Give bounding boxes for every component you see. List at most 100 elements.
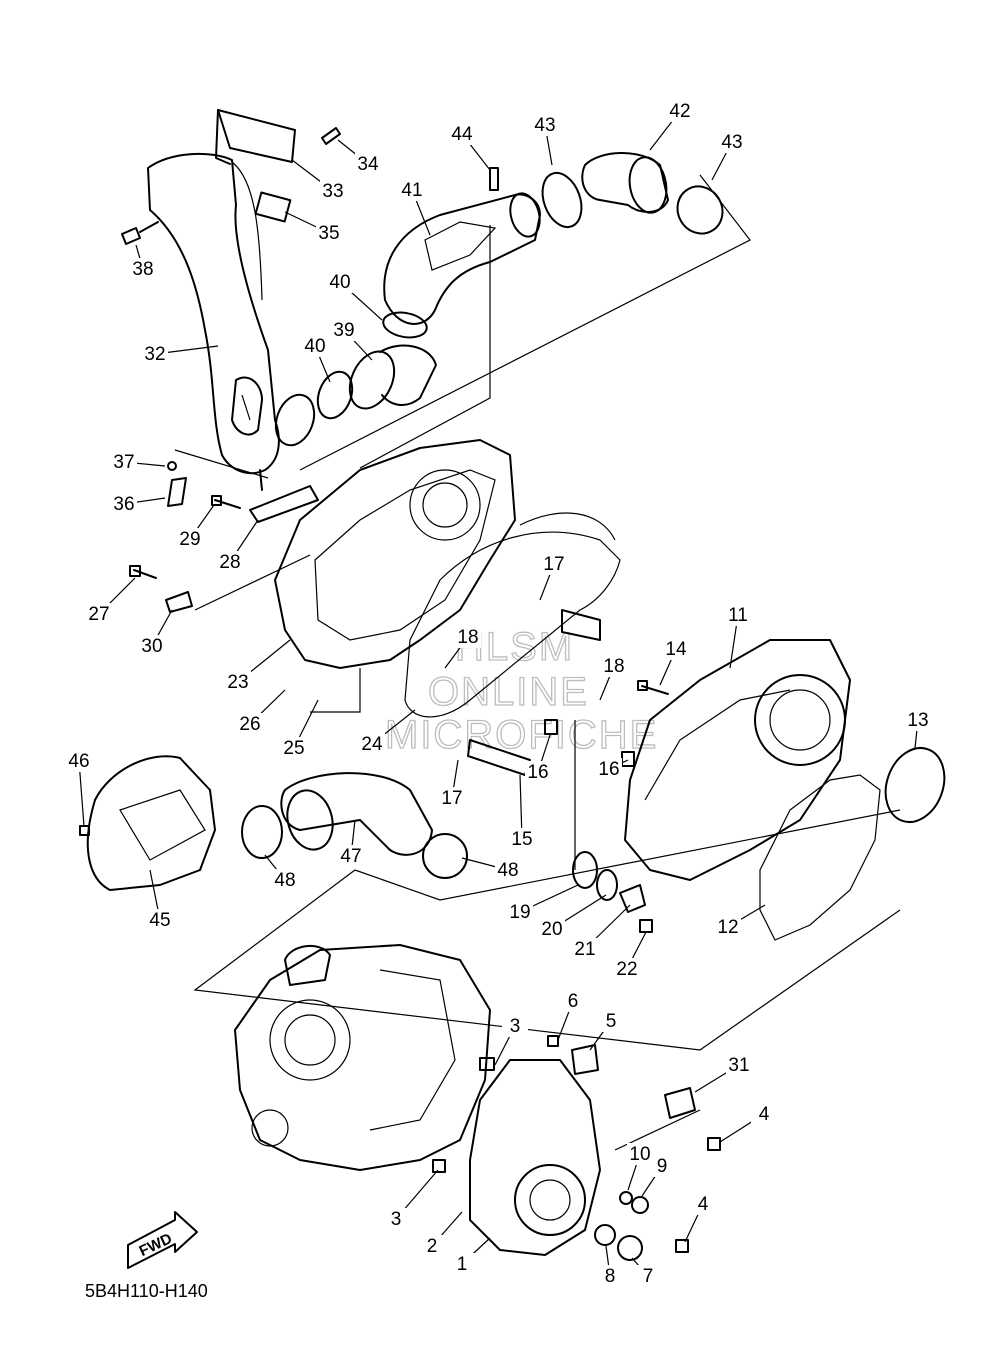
plug-7 bbox=[617, 1235, 643, 1261]
callout-label-35: 35 bbox=[318, 223, 339, 244]
callout-bg-42 bbox=[667, 100, 693, 122]
callout-label-4a: 4 bbox=[759, 1104, 770, 1125]
callout-label-48b: 48 bbox=[497, 860, 518, 881]
callout-bg-28 bbox=[217, 551, 243, 573]
bolt-46 bbox=[79, 825, 90, 836]
gasket-24 bbox=[404, 512, 621, 718]
callout-label-19: 19 bbox=[509, 902, 530, 923]
callout-bg-46 bbox=[66, 750, 92, 772]
generator-cover-1 bbox=[469, 1059, 601, 1256]
svg-text:ONLINE: ONLINE bbox=[428, 670, 589, 714]
fwd-arrow-icon: FWD bbox=[127, 1211, 198, 1269]
callout-label-32: 32 bbox=[144, 344, 165, 365]
callout-bg-10 bbox=[627, 1143, 653, 1165]
callout-bg-16a bbox=[525, 761, 551, 783]
callout-bg-38 bbox=[130, 258, 156, 280]
clamp-31 bbox=[664, 1087, 696, 1119]
callout-label-12: 12 bbox=[717, 917, 738, 938]
oring-8 bbox=[594, 1224, 616, 1246]
callout-bg-20 bbox=[539, 918, 565, 940]
intake-cover-45 bbox=[86, 755, 216, 891]
callout-label-9: 9 bbox=[657, 1156, 668, 1177]
callout-label-31: 31 bbox=[728, 1055, 749, 1076]
duct-end-32 bbox=[274, 393, 316, 447]
callout-label-43a: 43 bbox=[534, 115, 555, 136]
callout-label-47: 47 bbox=[340, 846, 361, 867]
bracket-33 bbox=[215, 109, 296, 165]
clutch-cover-11 bbox=[624, 639, 851, 881]
callout-bg-4b bbox=[690, 1193, 716, 1215]
clamp-43-left bbox=[541, 171, 583, 229]
callout-bg-17b bbox=[541, 553, 567, 575]
seal-20 bbox=[596, 869, 618, 901]
bolt-38 bbox=[121, 221, 159, 245]
air-duct-41 bbox=[383, 192, 541, 325]
callout-bg-24 bbox=[359, 733, 385, 755]
plate-35 bbox=[254, 191, 292, 223]
clamp-48-left bbox=[241, 805, 283, 859]
callout-bg-48a bbox=[272, 869, 298, 891]
clamp-40-lower bbox=[316, 370, 354, 420]
callout-bg-48b bbox=[495, 859, 521, 881]
gasket-13 bbox=[884, 747, 946, 823]
callout-label-7: 7 bbox=[643, 1266, 654, 1287]
callout-label-33: 33 bbox=[322, 181, 343, 202]
callout-label-29: 29 bbox=[179, 529, 200, 550]
callout-bg-29 bbox=[177, 528, 203, 550]
diagram-code: 5B4H110-H140 bbox=[85, 1281, 208, 1301]
callout-bg-44 bbox=[449, 123, 475, 145]
callout-label-3a: 3 bbox=[510, 1016, 521, 1037]
callout-label-6: 6 bbox=[568, 991, 579, 1012]
callout-label-43b: 43 bbox=[721, 132, 742, 153]
callout-label-25: 25 bbox=[283, 738, 304, 759]
callout-label-17b: 17 bbox=[543, 554, 564, 575]
callout-bg-16b bbox=[596, 758, 622, 780]
callout-bg-33 bbox=[320, 180, 346, 202]
callout-bg-34 bbox=[355, 153, 381, 175]
callout-label-11: 11 bbox=[728, 605, 748, 626]
bearing-19 bbox=[572, 851, 598, 889]
callout-bg-6 bbox=[560, 990, 586, 1012]
pin-16a bbox=[544, 719, 558, 735]
callout-label-14: 14 bbox=[665, 639, 687, 660]
callout-bg-15 bbox=[509, 828, 535, 850]
callout-label-5: 5 bbox=[606, 1011, 617, 1032]
sensor-18 bbox=[561, 609, 601, 641]
bolt-27 bbox=[129, 565, 157, 579]
callout-label-36: 36 bbox=[113, 494, 134, 515]
callout-bg-27 bbox=[86, 603, 112, 625]
outer-cover-23 bbox=[274, 439, 516, 669]
callout-label-40b: 40 bbox=[304, 336, 325, 357]
callout-bg-36 bbox=[111, 493, 137, 515]
callout-label-41: 41 bbox=[401, 180, 422, 201]
callout-label-18b: 18 bbox=[603, 656, 624, 677]
bolt-4b bbox=[675, 1239, 689, 1253]
bolt-14 bbox=[637, 680, 669, 695]
clamp-40-upper bbox=[382, 311, 428, 339]
callout-label-27: 27 bbox=[88, 604, 109, 625]
oring-10 bbox=[619, 1191, 633, 1205]
callout-bg-18b bbox=[601, 655, 627, 677]
callout-label-17a: 17 bbox=[441, 788, 462, 809]
callout-bg-9 bbox=[649, 1155, 675, 1177]
callout-label-44: 44 bbox=[451, 124, 473, 145]
plug-9 bbox=[631, 1196, 649, 1214]
clamp-43-right bbox=[676, 185, 724, 235]
callout-bg-37 bbox=[111, 451, 137, 473]
callout-bg-40a bbox=[327, 271, 353, 293]
callout-bg-3a bbox=[502, 1015, 528, 1037]
crankcase bbox=[234, 944, 491, 1171]
callout-label-10: 10 bbox=[629, 1144, 650, 1165]
callout-label-16b: 16 bbox=[598, 759, 619, 780]
callout-bg-41 bbox=[399, 179, 425, 201]
callout-bg-2 bbox=[419, 1235, 445, 1257]
callout-label-30: 30 bbox=[141, 636, 162, 657]
screw-34 bbox=[321, 127, 341, 145]
callout-bg-12 bbox=[715, 916, 741, 938]
callout-bg-21 bbox=[572, 938, 598, 960]
callout-bg-11 bbox=[725, 604, 751, 626]
callout-bg-14 bbox=[663, 638, 689, 660]
callout-bg-19 bbox=[507, 901, 533, 923]
clamp-48-right bbox=[422, 833, 468, 879]
